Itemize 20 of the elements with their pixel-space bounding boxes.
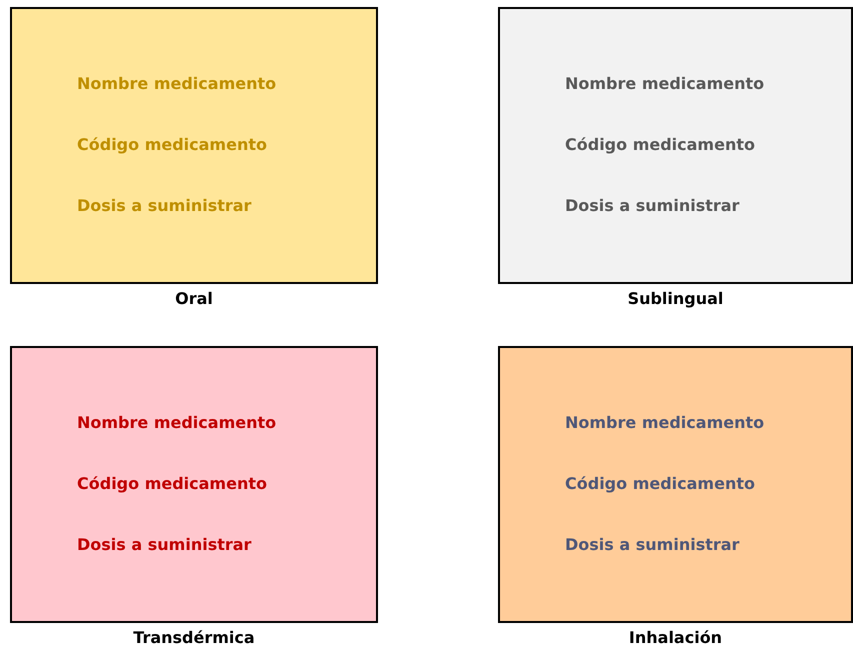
field-label: Dosis a suministrar: [77, 534, 252, 555]
card-caption: Transdérmica: [132, 628, 256, 647]
field-label: Dosis a suministrar: [565, 195, 740, 216]
field-label: Nombre medicamento: [77, 73, 278, 94]
field-label: Código medicamento: [77, 473, 268, 494]
route-card: [498, 7, 853, 284]
route-card: [10, 7, 378, 284]
field-label: Nombre medicamento: [565, 73, 766, 94]
card-caption: Oral: [174, 289, 214, 308]
field-label: Código medicamento: [77, 134, 268, 155]
field-label: Código medicamento: [565, 473, 756, 494]
field-label: Nombre medicamento: [77, 412, 278, 433]
field-label: Dosis a suministrar: [565, 534, 740, 555]
route-card: [498, 346, 853, 623]
field-label: Dosis a suministrar: [77, 195, 252, 216]
field-label: Nombre medicamento: [565, 412, 766, 433]
card-caption: Inhalación: [628, 628, 724, 647]
field-label: Código medicamento: [565, 134, 756, 155]
card-caption: Sublingual: [626, 289, 724, 308]
route-card: [10, 346, 378, 623]
